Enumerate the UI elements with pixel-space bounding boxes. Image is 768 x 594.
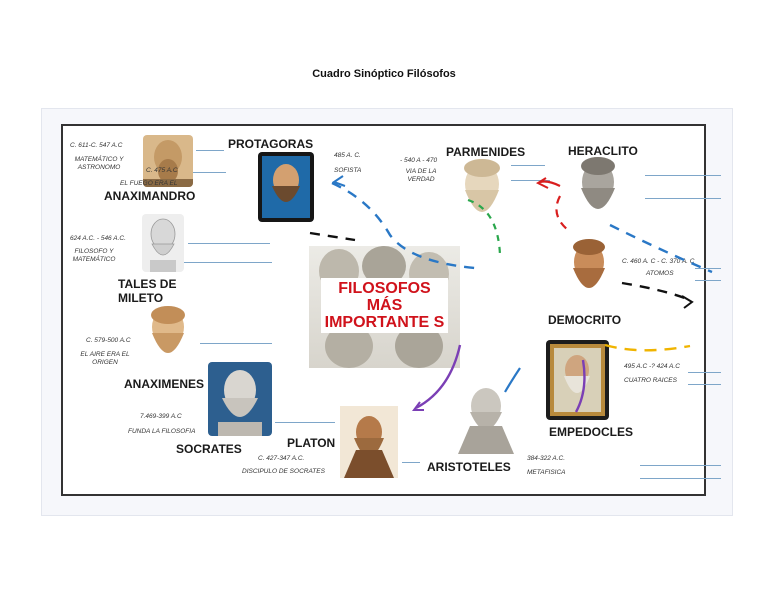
connector-line (188, 243, 270, 244)
connector-line (180, 172, 226, 173)
empedocles-portrait (546, 340, 609, 420)
aristoteles-name: ARISTOTELES (427, 460, 511, 474)
connector-line (275, 422, 335, 423)
connector-line (398, 462, 420, 463)
connector-line (695, 268, 721, 269)
anaximenes-portrait (140, 303, 196, 373)
anaximenes-date: c. 579-500 a.C (86, 337, 131, 344)
parmenides-name: PARMENIDES (446, 145, 526, 159)
connector-line (180, 262, 272, 263)
connector-line (495, 165, 545, 166)
protagoras-date2: c. 475 a.C (146, 167, 178, 174)
socrates-name: SOCRATES (176, 442, 242, 456)
socrates-idea: FUNDA LA FILOSOFIA (128, 428, 196, 435)
connector-line (688, 384, 721, 385)
connector-line (200, 343, 272, 344)
democrito-portrait (560, 238, 618, 308)
platon-portrait (336, 406, 402, 478)
connector-line (688, 372, 721, 373)
anaximandro-name: ANAXIMANDRO (104, 189, 196, 203)
tales-role: FILOSOFO Y MATEMÁTICO (72, 248, 116, 263)
anaximandro-portrait (143, 135, 193, 187)
anaximandro-idea: EL FUEGO ERA EL (120, 180, 178, 187)
platon-idea: DISCIPULO DE SOCRATES (242, 468, 325, 475)
empedocles-date: 495 a.C -? 424 a.C (624, 363, 680, 370)
connector-line (645, 175, 721, 176)
tales-portrait (142, 214, 184, 272)
heraclito-name: HERACLITO (568, 144, 638, 158)
anaximenes-name: ANAXIMENES (124, 377, 205, 391)
aristoteles-portrait (452, 382, 520, 454)
connector-line (695, 280, 721, 281)
democrito-name: DEMOCRITO (548, 313, 622, 327)
tales-date: 624 A.C. - 546 A.C. (70, 235, 126, 242)
aristoteles-idea: METAFISICA (527, 469, 566, 476)
anaximenes-idea: EL AIRE ERA EL ORIGEN (80, 351, 130, 366)
connector-line (645, 198, 721, 199)
connector-line (640, 478, 721, 479)
center-node: FILOSOFOS MÁS IMPORTANTE S (309, 246, 460, 368)
protagoras-portrait (258, 152, 314, 222)
protagoras-date: 485 a. C. (334, 152, 361, 159)
parmenides-portrait (453, 158, 511, 234)
democrito-date: c. 460 a. C - c. 370 a. C (622, 258, 695, 265)
tales-name: TALES DE MILETO (118, 277, 177, 305)
connector-line (196, 150, 224, 151)
platon-name: PLATON (287, 436, 336, 450)
democrito-idea: ATOMOS (646, 270, 674, 277)
protagoras-name: PROTAGORAS (228, 137, 314, 151)
center-title: FILOSOFOS MÁS IMPORTANTE S (321, 278, 448, 333)
platon-date: c. 427-347 a.C. (258, 455, 305, 462)
connector-line (640, 465, 721, 466)
empedocles-idea: CUATRO RAICES (624, 377, 677, 384)
empedocles-name: EMPEDOCLES (549, 425, 634, 439)
page-title: Cuadro Sinóptico Filósofos (312, 68, 456, 80)
connector-line (500, 180, 550, 181)
parmenides-idea: VIA DE LA VERDAD (405, 168, 437, 183)
socrates-portrait (208, 362, 272, 436)
socrates-date: 7.469-399 a.C (140, 413, 182, 420)
protagoras-role: SOFISTA (334, 167, 362, 174)
anaximandro-role: MATEMÁTICO Y ASTRONOMO (74, 156, 124, 171)
heraclito-portrait (570, 156, 626, 230)
parmenides-date: - 540 a - 470 (400, 157, 438, 164)
aristoteles-date: 384-322 a.C. (527, 455, 566, 462)
anaximandro-date: c. 611-c. 547 a.C (70, 142, 123, 149)
